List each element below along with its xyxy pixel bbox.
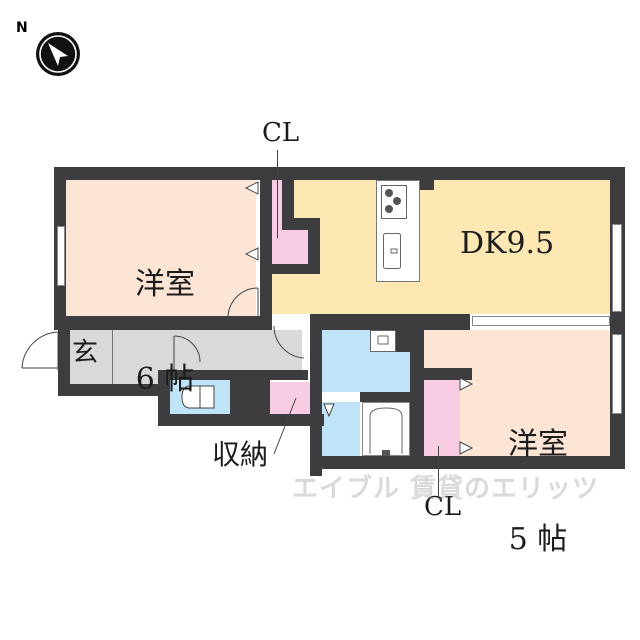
closet-top-b bbox=[282, 228, 308, 264]
wall-toilet-bottom bbox=[158, 414, 324, 426]
closet-bottom bbox=[424, 380, 460, 456]
wall-cl-notch-v bbox=[308, 218, 320, 274]
wall-kitchen-notch bbox=[420, 180, 434, 190]
room-hallway bbox=[112, 330, 302, 370]
entrance-step bbox=[112, 330, 113, 384]
label-western-6: 洋室 6 帖 bbox=[135, 267, 195, 397]
wall-wash-mid bbox=[360, 392, 414, 402]
label-entrance: 玄 bbox=[72, 338, 99, 368]
wall-bottom bbox=[310, 456, 625, 469]
north-arrow-icon bbox=[36, 32, 80, 76]
door-entrance bbox=[21, 331, 59, 370]
wall-partition-upper bbox=[260, 180, 272, 330]
window-right-lower bbox=[612, 334, 622, 414]
label-cl-bottom: CL bbox=[424, 492, 462, 522]
bathtub-icon bbox=[362, 402, 410, 456]
door-wash bbox=[273, 325, 305, 359]
room-western-6 bbox=[66, 180, 256, 316]
window-left bbox=[57, 226, 65, 286]
wall-wash-right-notch bbox=[396, 328, 410, 352]
wall-toilet-right bbox=[230, 370, 270, 420]
wall-toilet-outer bbox=[158, 370, 170, 426]
wall-cl-notch bbox=[282, 180, 294, 228]
washbasin-icon bbox=[370, 330, 396, 352]
wall-mid-horizontal bbox=[54, 316, 270, 330]
compass: N bbox=[14, 20, 84, 80]
door-6jo bbox=[227, 287, 259, 319]
closet-door-markers-top bbox=[244, 181, 259, 261]
wall-top bbox=[54, 167, 625, 180]
room-entrance bbox=[70, 330, 112, 384]
room-hallway-lower bbox=[112, 370, 160, 384]
wall-entrance-left bbox=[58, 316, 70, 396]
watermark: エイブル 賃貸のエリッツ bbox=[292, 474, 600, 504]
room-dk bbox=[272, 180, 610, 314]
door-toilet bbox=[173, 335, 201, 370]
closet-storage bbox=[270, 382, 310, 414]
label-storage: 収納 bbox=[212, 438, 269, 471]
wall-cl-bottom-top bbox=[424, 368, 472, 380]
leader-cl-bottom bbox=[438, 446, 439, 496]
window-right-upper bbox=[612, 224, 622, 312]
wall-wash-right bbox=[410, 316, 424, 466]
stove-icon bbox=[381, 185, 407, 219]
sink-icon bbox=[383, 233, 401, 269]
leader-cl-top bbox=[277, 150, 278, 238]
wall-dk-bottom bbox=[310, 314, 470, 330]
window-dk-bottom bbox=[472, 316, 610, 326]
wall-entrance-bottom bbox=[58, 384, 168, 396]
closet-door-markers-bottom bbox=[459, 377, 474, 455]
toilet-icon bbox=[181, 385, 215, 409]
label-western-5: 洋室 5 帖 bbox=[508, 427, 568, 557]
kitchen-counter bbox=[376, 180, 420, 282]
label-dk: DK9.5 bbox=[460, 226, 555, 261]
wall-right bbox=[610, 167, 625, 469]
leader-storage bbox=[273, 397, 297, 455]
wall-bath-left bbox=[310, 316, 322, 476]
door-bath-marker bbox=[323, 403, 335, 418]
label-cl-top: CL bbox=[262, 118, 300, 148]
north-letter: N bbox=[16, 20, 28, 36]
wall-cl-notch-b bbox=[272, 264, 320, 274]
